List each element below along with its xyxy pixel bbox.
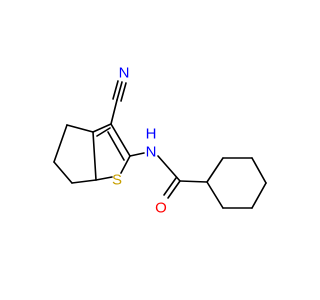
bond-cy1-cy2 <box>206 157 224 183</box>
bond-c6a-c4 <box>66 124 94 133</box>
molecule-structure: N H N S O <box>53 65 267 217</box>
atom-amide-n: N <box>146 144 157 161</box>
bond-carbonyl-o-double <box>163 177 177 196</box>
bond-c2-c3-double <box>107 131 125 161</box>
bond-s-c7a <box>95 176 113 181</box>
bond-cn-triple-2 <box>112 80 119 100</box>
bond-c4-c5 <box>53 124 68 163</box>
bonds <box>53 80 267 209</box>
bond-c3-c3a-double <box>96 127 111 137</box>
bond-c3a-c7a <box>92 131 97 181</box>
bond-c5-c6 <box>53 161 73 184</box>
bond-carbonyl-cy <box>179 180 208 183</box>
bond-c2-nh <box>129 152 145 157</box>
bond-cy3-cy4 <box>251 157 267 184</box>
atom-labels: N H N S O <box>112 65 167 217</box>
bond-carbonyl-o <box>167 180 181 199</box>
bond-nh-c-carbonyl <box>157 155 181 182</box>
bond-c2-s <box>120 155 131 174</box>
bond-c3a-c3 <box>92 123 112 133</box>
bond-c6-c7a <box>71 179 97 184</box>
atom-oxygen: O <box>155 200 167 217</box>
bond-cy4-cy5 <box>251 182 267 209</box>
atom-sulfur: S <box>112 172 122 189</box>
bond-cn-triple-3 <box>120 82 127 102</box>
bond-c3-c2 <box>110 123 131 157</box>
atom-amide-h: H <box>146 126 157 143</box>
atom-nitrile-n: N <box>119 65 130 82</box>
bond-c3-cn <box>110 99 118 125</box>
bond-cn-triple-1 <box>116 81 123 101</box>
bond-cy6-cy1 <box>206 181 224 209</box>
